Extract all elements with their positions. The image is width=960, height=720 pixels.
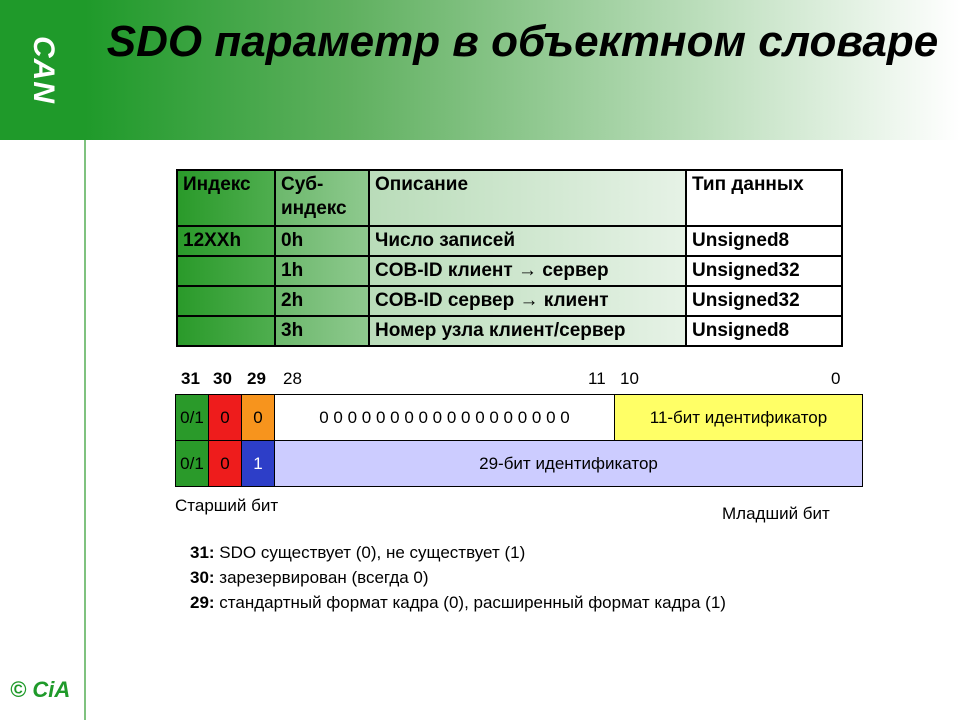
table-row: 2h COB-ID сервер → клиент Unsigned32 (176, 285, 843, 317)
bit-notes: 31: SDO существует (0), не существует (1… (190, 540, 726, 615)
note-key: 31: (190, 543, 215, 562)
table-header-row: Индекс Суб-индекс Описание Тип данных (176, 169, 843, 227)
sidebar: CAN © CiA (0, 0, 86, 720)
note-line: 31: SDO существует (0), не существует (1… (190, 540, 726, 565)
cell-subindex: 3h (274, 315, 370, 347)
bit-number-30: 30 (213, 369, 232, 388)
bit-number-29: 29 (247, 369, 266, 388)
cell-subindex: 2h (274, 285, 370, 317)
cell-index (176, 255, 276, 287)
bit30-cell: 0 (208, 440, 242, 487)
bit-number-28: 28 (283, 369, 302, 388)
note-text: зарезервирован (всегда 0) (214, 568, 429, 587)
object-dictionary-table: Индекс Суб-индекс Описание Тип данных 12… (176, 169, 843, 347)
header-description: Описание (368, 169, 687, 227)
sidebar-divider (84, 140, 86, 720)
header-index: Индекс (176, 169, 276, 227)
cell-datatype: Unsigned32 (685, 285, 843, 317)
bit-number-11: 11 (588, 369, 606, 388)
id29-cell: 29-бит идентификатор (274, 440, 863, 487)
note-key: 29: (190, 593, 215, 612)
note-text: SDO существует (0), не существует (1) (214, 543, 526, 562)
note-line: 30: зарезервирован (всегда 0) (190, 565, 726, 590)
table-row: 12XXh 0h Число записей Unsigned8 (176, 225, 843, 257)
cell-datatype: Unsigned8 (685, 225, 843, 257)
cell-index: 12XXh (176, 225, 276, 257)
cell-subindex: 1h (274, 255, 370, 287)
can-logo-text: CAN (26, 36, 60, 104)
bit31-cell: 0/1 (175, 440, 209, 487)
cell-description: Число записей (368, 225, 687, 257)
header-gradient (85, 0, 960, 140)
bit-number-0: 0 (831, 369, 841, 388)
bit29-cell: 1 (241, 440, 275, 487)
cell-index (176, 315, 276, 347)
table-row: 3h Номер узла клиент/сервер Unsigned8 (176, 315, 843, 347)
note-text: стандартный формат кадра (0), расширенны… (214, 593, 726, 612)
lsb-caption: Младший бит (722, 504, 830, 523)
header-datatype: Тип данных (685, 169, 843, 227)
cell-datatype: Unsigned8 (685, 315, 843, 347)
bit-number-31: 31 (181, 369, 200, 388)
cell-description: Номер узла клиент/сервер (368, 315, 687, 347)
bit30-cell: 0 (208, 394, 242, 441)
slide-title: SDO параметр в объектном словаре (106, 17, 939, 66)
bit29-cell: 0 (241, 394, 275, 441)
header-subindex-text: Суб-индекс (281, 174, 347, 219)
table-row: 1h COB-ID клиент → сервер Unsigned32 (176, 255, 843, 287)
cell-subindex: 0h (274, 225, 370, 257)
bit-number-10: 10 (620, 369, 639, 388)
header-subindex: Суб-индекс (274, 169, 370, 227)
cia-logo: © CiA (10, 677, 71, 702)
cell-description: COB-ID сервер → клиент (368, 285, 687, 317)
cell-index (176, 285, 276, 317)
can-logo: CAN (0, 0, 85, 140)
bit31-cell: 0/1 (175, 394, 209, 441)
note-key: 30: (190, 568, 215, 587)
id11-cell: 11-бит идентификатор (614, 394, 863, 441)
msb-caption: Старший бит (175, 496, 279, 515)
note-line: 29: стандартный формат кадра (0), расшир… (190, 590, 726, 615)
reserved-bits-cell: 0 0 0 0 0 0 0 0 0 0 0 0 0 0 0 0 0 0 (274, 394, 615, 441)
cell-description: COB-ID клиент → сервер (368, 255, 687, 287)
cell-datatype: Unsigned32 (685, 255, 843, 287)
